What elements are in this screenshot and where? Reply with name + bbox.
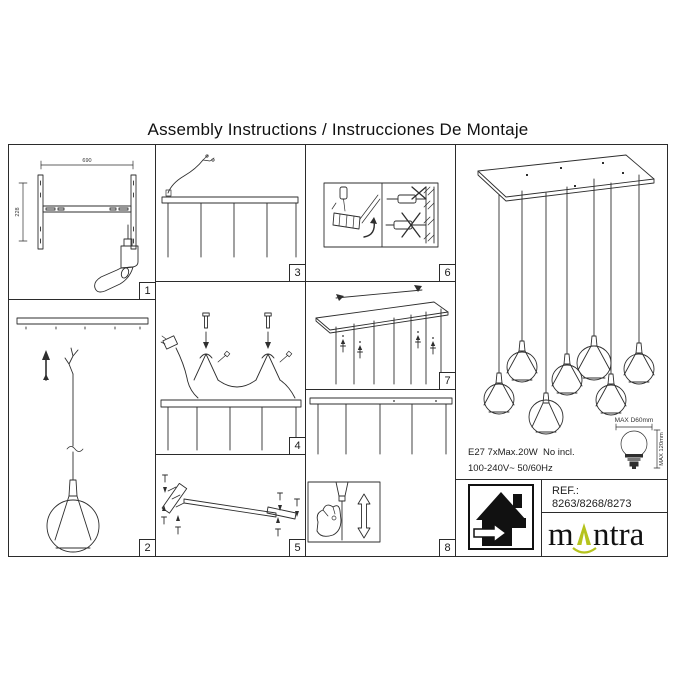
specs-line1: E27 7xMax.20W No incl. — [468, 447, 575, 458]
logo-caret-icon — [576, 522, 591, 545]
panel-7: 7 — [306, 282, 456, 390]
electrical-specs: E27 7xMax.20W No incl. 100-240V~ 50/60Hz — [468, 445, 575, 477]
width-dim-label: 690 — [82, 158, 91, 164]
panel-number-badge: 3 — [289, 264, 305, 281]
panel-number-badge: 2 — [139, 539, 155, 556]
page-title: Assembly Instructions / Instrucciones De… — [147, 120, 529, 139]
ref-label: REF.: — [552, 485, 579, 497]
cross-mark-icon — [401, 186, 427, 238]
adjusting-hand-icon — [316, 504, 342, 537]
house-symbol-cell — [456, 480, 542, 556]
instruction-grid: 690 228 — [8, 144, 668, 557]
height-adjust-diagram — [307, 397, 453, 543]
panel-1: 690 228 — [9, 145, 156, 300]
pendant-hanging-diagram — [16, 317, 149, 553]
panel-number-badge: 8 — [439, 539, 455, 556]
up-down-arrow-icon — [357, 493, 371, 539]
product-panel: MAX D60mm MAX 120mm E27 7xMax.20W No inc… — [456, 145, 667, 480]
pendant-shade — [551, 353, 583, 396]
panel-3: 3 — [156, 145, 306, 282]
light-bulb-icon — [615, 423, 661, 469]
brand-logo-cell: m ntra — [542, 513, 667, 556]
height-dim-label: 228 — [15, 207, 21, 216]
logo-text-ntra: ntra — [593, 517, 645, 553]
up-arrow-icon — [340, 331, 436, 359]
pendant-shade — [528, 392, 564, 435]
panel-2: 2 — [9, 300, 156, 556]
specs-line2: 100-240V~ 50/60Hz — [468, 463, 553, 474]
indoor-use-house-icon — [468, 484, 534, 550]
panel-number-badge: 7 — [439, 372, 455, 389]
pendant-shade — [483, 372, 515, 415]
ref-numbers: 8263/8268/8273 — [552, 498, 632, 510]
logo-text-m: m — [548, 517, 574, 553]
pendant-shade — [506, 340, 538, 383]
mantra-logo: m ntra — [548, 517, 645, 554]
rail-rods-diagram — [161, 154, 299, 258]
rail-screws-diagram — [161, 474, 300, 537]
pendant-shade — [576, 335, 612, 381]
ref-box: REF.: 8263/8268/8273 — [542, 480, 667, 513]
panel-6: 6 — [306, 145, 456, 282]
product-illustration: MAX D60mm MAX 120mm — [477, 154, 665, 469]
screw-icon — [161, 474, 300, 537]
panel-number-badge: 1 — [139, 282, 155, 299]
panel-number-badge: 4 — [289, 437, 305, 454]
panel-4: 4 — [156, 282, 306, 455]
wiring-connection-diagram — [160, 312, 302, 451]
drill-icon — [94, 224, 139, 293]
bulb-height-label: MAX 120mm — [659, 432, 665, 466]
panel-8: 8 — [306, 390, 456, 556]
bulb-diameter-label: MAX D60mm — [615, 417, 654, 424]
double-arrow-icon — [336, 285, 422, 301]
down-arrow-icon — [203, 331, 271, 349]
canopy-lift-diagram — [315, 285, 449, 385]
pendant-shade — [595, 373, 627, 416]
panel-number-badge: 5 — [289, 539, 305, 556]
bracket-dimensions-diagram: 690 228 — [15, 158, 139, 293]
pendant-shade — [623, 342, 655, 385]
up-arrow-icon — [42, 350, 50, 381]
terminal-block-diagram — [323, 182, 439, 248]
logo-arc-icon — [571, 546, 597, 554]
panel-number-badge: 6 — [439, 264, 455, 281]
panel-5: 5 — [156, 455, 306, 556]
